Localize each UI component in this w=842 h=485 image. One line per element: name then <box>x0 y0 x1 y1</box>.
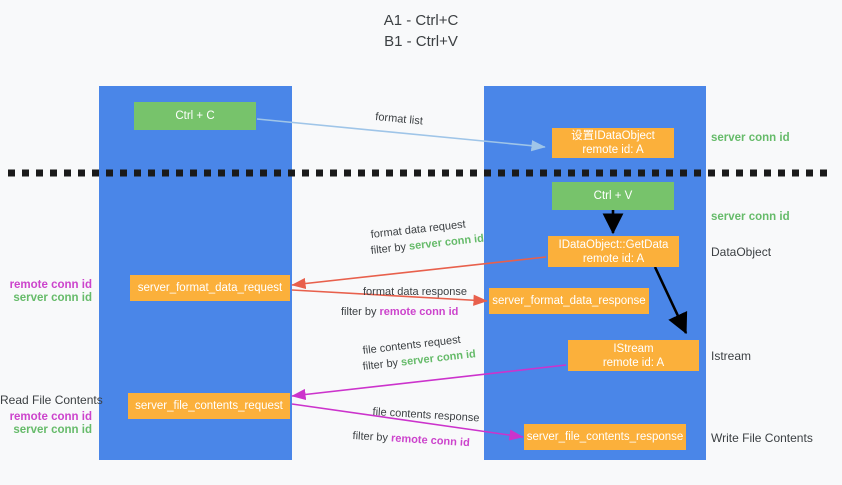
node-server-file-contents-request-label: server_file_contents_request <box>135 400 283 412</box>
node-server-format-data-request-label: server_format_data_request <box>137 282 283 294</box>
filter-prefix: filter by <box>370 240 410 257</box>
filter-keyword-remote-conn-id: remote conn id <box>390 432 471 450</box>
filter-keyword-remote-conn-id: remote conn id <box>379 306 459 318</box>
note-dataobject: DataObject <box>711 245 772 259</box>
node-set-idataobject[interactable]: 设置IDataObject remote id: A <box>552 128 674 158</box>
edge-label-format-data-response-filter: filter by remote conn id <box>341 305 458 320</box>
node-server-file-contents-request[interactable]: server_file_contents_request <box>128 393 290 419</box>
note-istream: Istream <box>711 349 752 363</box>
edge-label-format-data-response: format data response <box>363 286 467 298</box>
note-server-conn-id-top: server conn id <box>711 132 790 144</box>
node-ctrl-c-label: Ctrl + C <box>175 110 215 122</box>
node-set-idataobject-remote-id: remote id: A <box>582 144 644 156</box>
node-server-file-contents-response[interactable]: server_file_contents_response <box>524 424 686 450</box>
edge-label-file-contents-response: file contents response <box>372 405 480 425</box>
filter-prefix: filter by <box>362 356 402 373</box>
edge-label-file-contents-response-filter: filter by remote conn id <box>352 429 470 451</box>
filter-prefix: filter by <box>352 429 392 445</box>
edge-label-format-list: format list <box>374 110 424 128</box>
note-left-remote-conn-id-1: remote conn id <box>9 279 92 291</box>
node-set-idataobject-label: 设置IDataObject <box>571 130 655 142</box>
note-left-server-conn-id-1: server conn id <box>13 292 92 304</box>
title-line-2: B1 - Ctrl+V <box>384 33 458 50</box>
node-idataobject-getdata-remote-id: remote id: A <box>582 252 645 265</box>
title-line-1: A1 - Ctrl+C <box>383 12 459 29</box>
node-server-format-data-response[interactable]: server_format_data_response <box>489 288 649 314</box>
node-ctrl-v-label: Ctrl + V <box>593 190 633 202</box>
node-server-format-data-request[interactable]: server_format_data_request <box>130 275 290 301</box>
diagram-title: A1 - Ctrl+C B1 - Ctrl+V <box>0 10 842 52</box>
node-idataobject-getdata[interactable]: IDataObject::GetData remote id: A <box>548 236 679 267</box>
note-left-remote-conn-id-2: remote conn id <box>9 411 92 423</box>
node-istream-label: IStream <box>613 342 654 355</box>
filter-prefix: filter by <box>341 306 380 318</box>
node-server-format-data-response-label: server_format_data_response <box>492 295 646 307</box>
note-write-file-contents: Write File Contents <box>711 431 813 445</box>
node-istream[interactable]: IStream remote id: A <box>568 340 699 371</box>
note-left-server-conn-id-2: server conn id <box>13 424 92 436</box>
node-idataobject-getdata-label: IDataObject::GetData <box>558 238 669 251</box>
node-istream-remote-id: remote id: A <box>602 356 665 369</box>
note-server-conn-id-mid: server conn id <box>711 211 790 223</box>
node-ctrl-v[interactable]: Ctrl + V <box>552 182 674 210</box>
node-ctrl-c[interactable]: Ctrl + C <box>134 102 256 130</box>
node-server-file-contents-response-label: server_file_contents_response <box>526 431 684 443</box>
note-read-file-contents: Read File Contents <box>0 393 103 407</box>
